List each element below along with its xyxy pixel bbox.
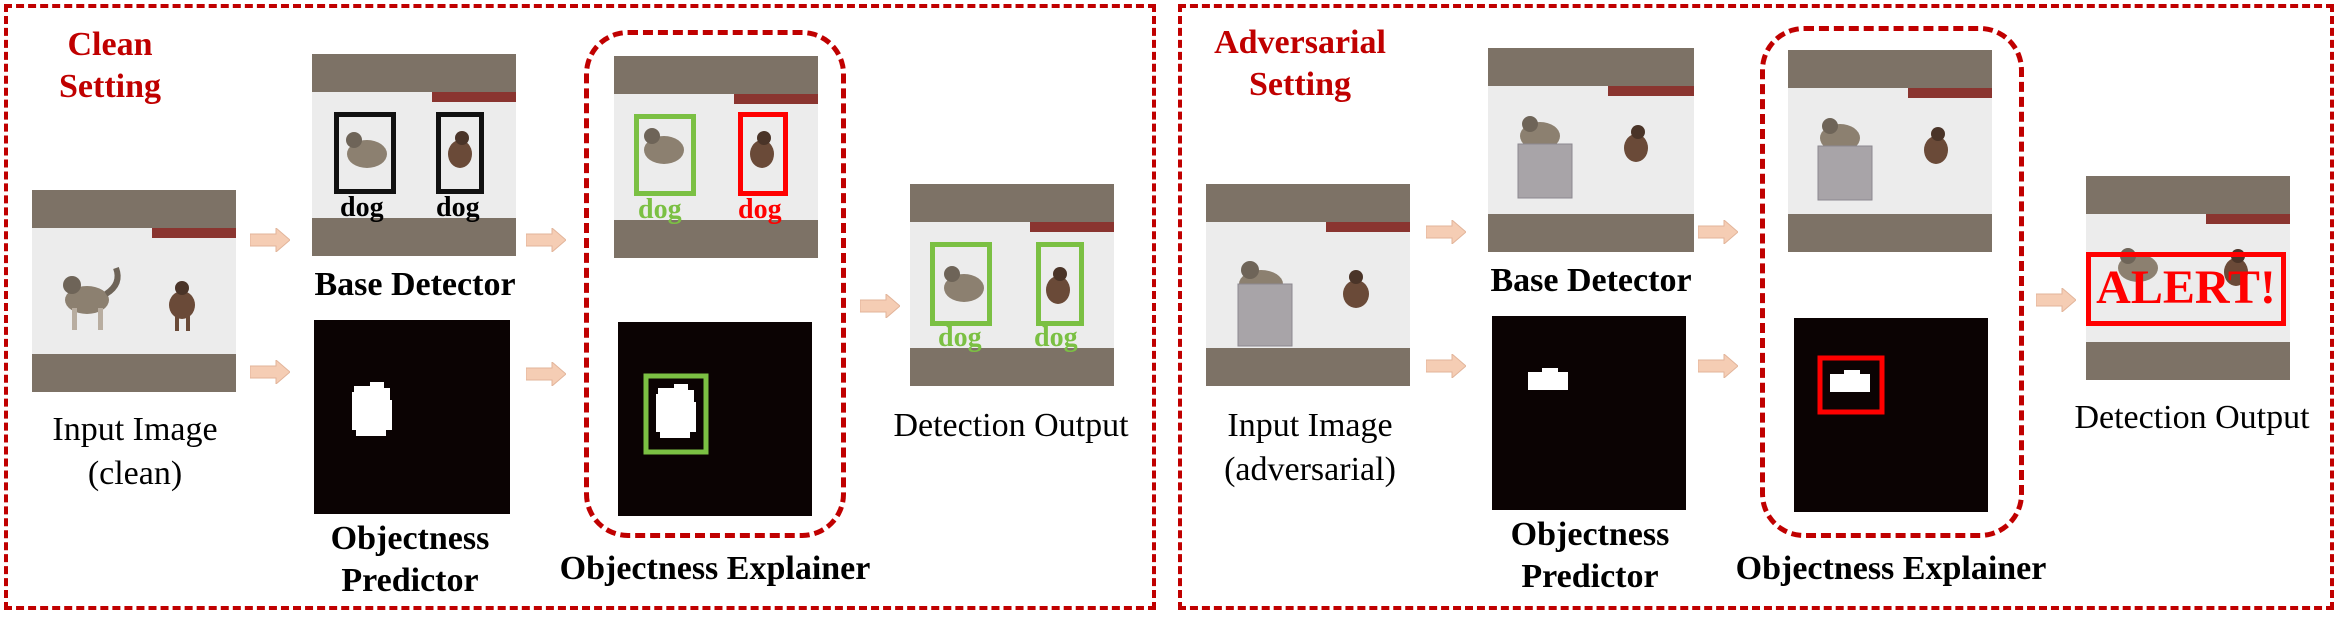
right-arrow-icon — [526, 362, 566, 386]
explainer-detection-label: dog — [738, 194, 782, 225]
adversarial-setting-title: Adversarial Setting — [1214, 24, 1386, 103]
right-arrow-icon — [250, 360, 290, 384]
alert-box — [2086, 252, 2286, 326]
explainer-detection-box-green — [634, 114, 696, 196]
base-detection-box — [436, 112, 484, 194]
base-detection-box — [334, 112, 396, 194]
clean-objectness-mask — [314, 320, 510, 514]
clean-explainer-mask — [618, 322, 812, 516]
adversarial-patch — [1817, 145, 1873, 201]
right-arrow-icon — [2036, 288, 2076, 312]
clean-explainer-label: Objectness Explainer — [559, 550, 871, 587]
adv-input-label: Input Image (adversarial) — [1224, 407, 1396, 488]
right-arrow-icon — [1426, 220, 1466, 244]
right-arrow-icon — [526, 228, 566, 252]
clean-base-detector-label: Base Detector — [314, 266, 516, 303]
adv-explainer-frame — [1760, 26, 2024, 538]
adversarial-patch — [1237, 283, 1293, 347]
dog-icon — [169, 281, 195, 331]
right-arrow-icon — [1698, 354, 1738, 378]
output-detection-label: dog — [1034, 322, 1078, 353]
adv-input-image — [1206, 184, 1410, 386]
adv-objectness-predictor-label: Objectness Predictor — [1510, 516, 1670, 595]
adv-explainer-label: Objectness Explainer — [1735, 550, 2047, 587]
output-detection-box — [930, 242, 992, 326]
dog-icon — [63, 266, 121, 330]
adv-objectness-mask — [1492, 316, 1686, 510]
output-detection-label: dog — [938, 322, 982, 353]
explainer-detection-label: dog — [638, 194, 682, 225]
clean-input-label: Input Image (clean) — [52, 411, 218, 492]
base-detection-label: dog — [436, 192, 480, 223]
base-detection-label: dog — [340, 192, 384, 223]
adv-base-detector-label: Base Detector — [1490, 262, 1692, 299]
alert-text: ALERT! — [2096, 261, 2276, 314]
adv-detection-output-label: Detection Output — [2074, 399, 2310, 436]
clean-detection-output-label: Detection Output — [893, 407, 1129, 444]
right-arrow-icon — [1426, 354, 1466, 378]
adv-base-detector-image — [1488, 48, 1694, 252]
output-detection-box — [1036, 242, 1084, 326]
clean-explainer-frame — [584, 30, 846, 538]
clean-setting-title: Clean Setting — [59, 26, 161, 105]
clean-input-image — [32, 190, 236, 392]
adversarial-setting-panel — [1178, 4, 2334, 610]
right-arrow-icon — [860, 294, 900, 318]
right-arrow-icon — [250, 228, 290, 252]
adv-explainer-mask — [1794, 318, 1988, 512]
clean-setting-panel — [4, 4, 1156, 610]
right-arrow-icon — [1698, 220, 1738, 244]
adversarial-patch — [1517, 143, 1573, 199]
explainer-detection-box-red — [738, 112, 788, 196]
adv-detection-output-image — [2086, 176, 2290, 380]
adv-explainer-detection-image — [1788, 50, 1992, 252]
clean-objectness-predictor-label: Objectness Predictor — [330, 520, 490, 599]
